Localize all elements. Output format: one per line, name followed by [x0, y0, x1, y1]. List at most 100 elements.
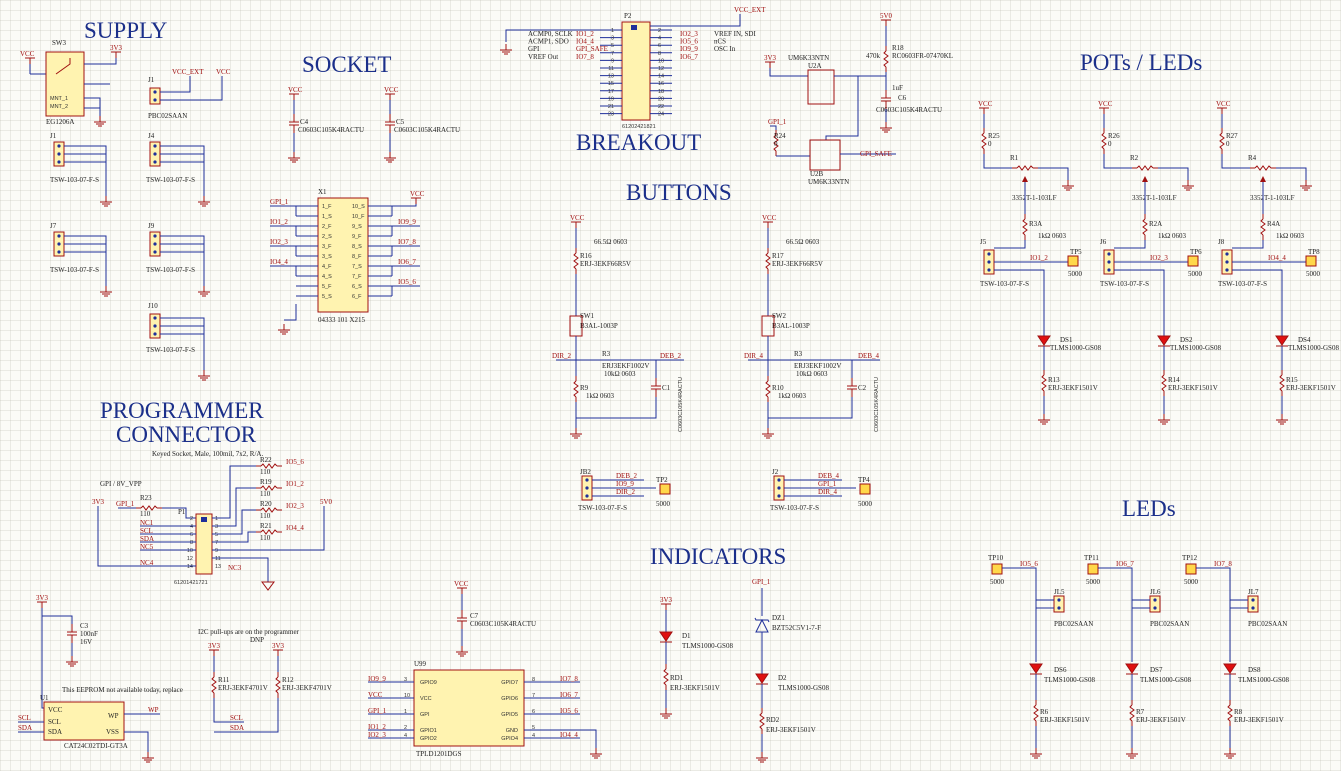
pot-series-resistor — [1101, 127, 1107, 155]
net-j2-dir4: DIR_4 — [818, 488, 838, 496]
pot-header — [983, 249, 995, 275]
pot-wiper-resistor-label: R3A — [1029, 220, 1042, 228]
x1-net-right: IO5_6 — [398, 278, 416, 286]
p2-pin-right: 8 — [658, 51, 661, 57]
sw3-switch — [45, 51, 85, 117]
pot-header — [1103, 249, 1115, 275]
led-jumper-label: JL6 — [1150, 588, 1161, 596]
net-deb4: DEB_4 — [858, 352, 880, 360]
pot-tp-value: 5000 — [1188, 270, 1203, 278]
net-vcc-r17: VCC — [762, 214, 777, 222]
p1-pin-left: 8 — [190, 540, 193, 546]
pot-led-resistor-part: ERJ-3EKF1501V — [1168, 384, 1218, 392]
pot-wiper-arrow — [1260, 176, 1266, 182]
pot-wiper-arrow — [1142, 176, 1148, 182]
u99-pin-left-name: VCC — [420, 696, 432, 702]
u1-part: CAT24C02TDI-GT3A — [64, 742, 128, 750]
p1-net-label: SCL — [140, 527, 153, 535]
c1-part: C0603C105K4RACTU — [678, 377, 684, 432]
dz1-part: BZT52C5V1-7-F — [772, 624, 821, 632]
x1-pin-right: 6_S — [352, 284, 362, 290]
r16-value: 66.5Ω 0603 — [594, 238, 628, 246]
p1-pin-right: 7 — [215, 540, 218, 546]
net-3v3-u2: 3V3 — [764, 54, 777, 62]
p1-pin-left: 10 — [187, 548, 193, 554]
sw1-label: SW1 — [580, 312, 595, 320]
pot-testpoint — [1305, 255, 1317, 267]
r24-value: 0 — [774, 140, 778, 148]
led-jumper-label: JL5 — [1054, 588, 1065, 596]
r10-value: 1kΩ 0603 — [778, 392, 806, 400]
p1-connector — [195, 513, 213, 575]
led-wire — [1098, 567, 1133, 662]
x1-net-left: IO2_3 — [270, 238, 288, 246]
u99-net-left: IO2_3 — [368, 731, 386, 739]
net-vcc: VCC — [20, 50, 35, 58]
dnp-note: DNP — [250, 636, 264, 644]
c6-value: 1uF — [892, 84, 903, 92]
gnd-symbol — [1029, 747, 1043, 759]
x1-pin-right: 6_F — [352, 294, 362, 300]
u1-pin-vcc: VCC — [48, 706, 63, 714]
led-diode-label: DS8 — [1248, 666, 1261, 674]
led-testpoint — [991, 563, 1003, 575]
x1-net-right: IO7_8 — [398, 238, 416, 246]
net-3v3-r11: 3V3 — [208, 642, 221, 650]
pot-part: 3352T-1-103LF — [1132, 194, 1177, 202]
p2-left-function: GPI — [528, 45, 540, 53]
r21-label: R21 — [260, 522, 272, 530]
net-dir4: DIR_4 — [744, 352, 764, 360]
u2b-part: UM6K33NTN — [808, 178, 849, 186]
rd2-part: ERJ-3EKF1501V — [766, 726, 816, 734]
pot-label: R4 — [1248, 154, 1257, 162]
pot-led-resistor-part: ERJ-3EKF1501V — [1286, 384, 1336, 392]
x1-pin-left: 3_F — [322, 244, 332, 250]
u99-net-left: GPI_1 — [368, 707, 387, 715]
pot-led-resistor — [1161, 369, 1167, 397]
sw3-mnt2: MNT_2 — [50, 104, 68, 110]
net-vcc-j1: VCC — [216, 68, 231, 76]
led-resistor — [1033, 699, 1039, 727]
pot-wire — [1232, 240, 1264, 249]
led-net: IO5_6 — [1020, 560, 1038, 568]
p1-label: P1 — [178, 508, 186, 516]
net-3v3: 3V3 — [110, 44, 123, 52]
u99-pin-right-num: 8 — [532, 677, 535, 683]
j1b-label: J1 — [50, 132, 57, 140]
socket-section: VCC C4 C0603C105K4RACTU VCC C5 C0603C105… — [270, 86, 460, 335]
sw1-part: B3AL-1003P — [580, 322, 618, 330]
r24-label: R24 — [774, 132, 786, 140]
j2-part: TSW-103-07-F-S — [770, 504, 819, 512]
led-diode-label: DS6 — [1054, 666, 1067, 674]
u99-net-left: IO1_2 — [368, 723, 386, 731]
pot-led-resistor — [1279, 369, 1285, 397]
net-scl-r11: SCL — [230, 714, 243, 722]
r20-value: 110 — [260, 512, 271, 520]
u99-pin-right-name: GPIO6 — [501, 696, 518, 702]
gnd-symbol — [1275, 413, 1289, 425]
pot-header-label: J6 — [1100, 238, 1107, 246]
led-net: IO7_8 — [1214, 560, 1232, 568]
sw3-part: EG1206A — [46, 118, 74, 126]
programmer-section: Keyed Socket, Male, 100mil, 7x2, R/A. GP… — [92, 450, 333, 591]
pot-wiper-resistor-label: R4A — [1267, 220, 1280, 228]
p1-description: Keyed Socket, Male, 100mil, 7x2, R/A. — [152, 450, 263, 458]
r3-label: R3 — [602, 350, 611, 358]
net-jb2-dir2: DIR_2 — [616, 488, 636, 496]
p2-right-net: IO6_7 — [680, 53, 698, 61]
c3-value: 100nF — [80, 630, 98, 638]
c5-label: C5 — [396, 118, 405, 126]
pot-wire — [1276, 167, 1307, 180]
sw2-part: B3AL-1003P — [772, 322, 810, 330]
c7-part: C0603C105K4RACTU — [470, 620, 536, 628]
u1-pin-scl: SCL — [48, 718, 61, 726]
led-resistor-label: R7 — [1136, 708, 1145, 716]
p2-left-net: IO7_8 — [576, 53, 594, 61]
led-jumper — [1149, 595, 1161, 613]
p1-net-label: SDA — [140, 535, 154, 543]
x1-pin-right: 8_F — [352, 254, 362, 260]
led-diode-label: DS7 — [1150, 666, 1163, 674]
u99-net-right: IO5_6 — [560, 707, 578, 715]
vcc-symbol — [1216, 107, 1228, 115]
p2-pin-left: 11 — [608, 66, 614, 72]
